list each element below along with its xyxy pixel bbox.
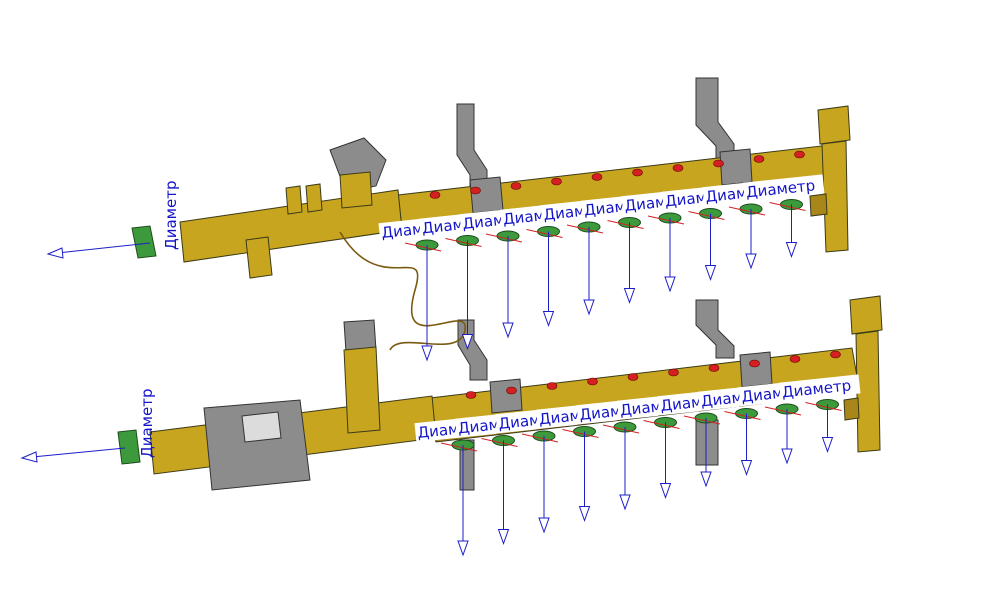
lower-red-mark	[805, 402, 842, 411]
lower-arrow-head	[497, 529, 510, 545]
lower-arrow-head	[578, 506, 591, 522]
upper-arrow-head	[461, 334, 474, 350]
upper-red-mark	[607, 220, 644, 229]
upper-marker-dot	[551, 177, 562, 186]
lower-arrow-head	[821, 437, 834, 453]
lower-inlet-arrow	[20, 447, 126, 463]
upper-arrow-head	[542, 311, 555, 327]
upper-marker-dot	[713, 159, 724, 168]
upper-manifold-markers	[429, 150, 805, 199]
upper-red-mark	[688, 211, 725, 220]
lower-red-mark	[562, 429, 599, 438]
upper-arrow-head	[704, 265, 717, 281]
upper-red-mark	[566, 224, 604, 234]
upper-inlet-dimension-label: Диаметр	[162, 181, 180, 250]
upper-red-mark	[526, 229, 563, 238]
lower-arrow-head	[700, 471, 712, 488]
upper-marker-dot	[632, 168, 643, 177]
lower-marker-dot	[830, 350, 841, 359]
upper-label-background	[742, 174, 825, 202]
upper-marker-dot	[672, 164, 684, 172]
lower-marker-dot	[749, 359, 760, 368]
lower-red-mark	[764, 406, 802, 416]
lower-marker-dot	[708, 364, 720, 372]
capillary-tube	[339, 231, 466, 351]
lower-red-mark	[440, 442, 478, 452]
upper-red-mark	[445, 238, 482, 247]
lower-marker-dot	[668, 368, 679, 377]
upper-marker-dot	[510, 182, 522, 190]
upper-arrow-head	[502, 322, 514, 339]
upper-marker-dot	[753, 155, 765, 163]
upper-red-mark	[769, 202, 806, 211]
lower-marker-dot	[789, 355, 801, 363]
upper-arrow-head	[583, 299, 595, 316]
upper-marker-dot	[591, 173, 603, 181]
upper-inlet-arrow	[46, 242, 151, 259]
lower-arrow-head	[781, 448, 793, 465]
lower-red-mark	[643, 420, 680, 429]
upper-red-mark	[647, 215, 685, 225]
lower-outlet-arrows	[457, 404, 834, 557]
upper-arrow-head	[623, 288, 636, 304]
upper-arrow-head	[664, 276, 676, 293]
lower-arrow-head	[740, 460, 753, 476]
lower-red-mark	[521, 433, 559, 443]
upper-outlet-arrows	[421, 204, 798, 362]
upper-red-mark	[728, 206, 766, 216]
lower-red-mark	[683, 415, 721, 425]
lower-arrow-head	[538, 517, 550, 534]
lower-red-mark	[724, 411, 761, 420]
lower-inlet-dimension-label: Диаметр	[138, 389, 156, 458]
lower-arrow-head	[457, 540, 469, 557]
upper-arrow-head	[745, 253, 757, 270]
upper-inlet-label-group: Диаметр	[162, 181, 180, 250]
lower-marker-dot	[627, 373, 639, 381]
lower-label-background	[778, 374, 861, 402]
upper-marker-dot	[470, 186, 481, 195]
lower-red-mark	[602, 424, 640, 434]
lower-marker-dot	[546, 382, 558, 390]
lower-arrow-head	[619, 494, 631, 511]
lower-arrow-head	[659, 483, 672, 499]
upper-arrow-head	[785, 242, 798, 258]
lower-inlet-label-group: Диаметр	[138, 389, 156, 458]
upper-red-mark	[485, 233, 523, 243]
upper-arrow-head	[421, 345, 433, 362]
upper-marker-dot	[429, 191, 441, 199]
lower-marker-dot	[465, 391, 477, 399]
lower-red-mark	[481, 438, 518, 447]
upper-red-mark	[404, 242, 442, 252]
lower-manifold-markers	[465, 350, 841, 399]
lower-marker-dot	[506, 386, 517, 395]
lower-marker-dot	[587, 377, 598, 386]
upper-marker-dot	[794, 150, 805, 159]
